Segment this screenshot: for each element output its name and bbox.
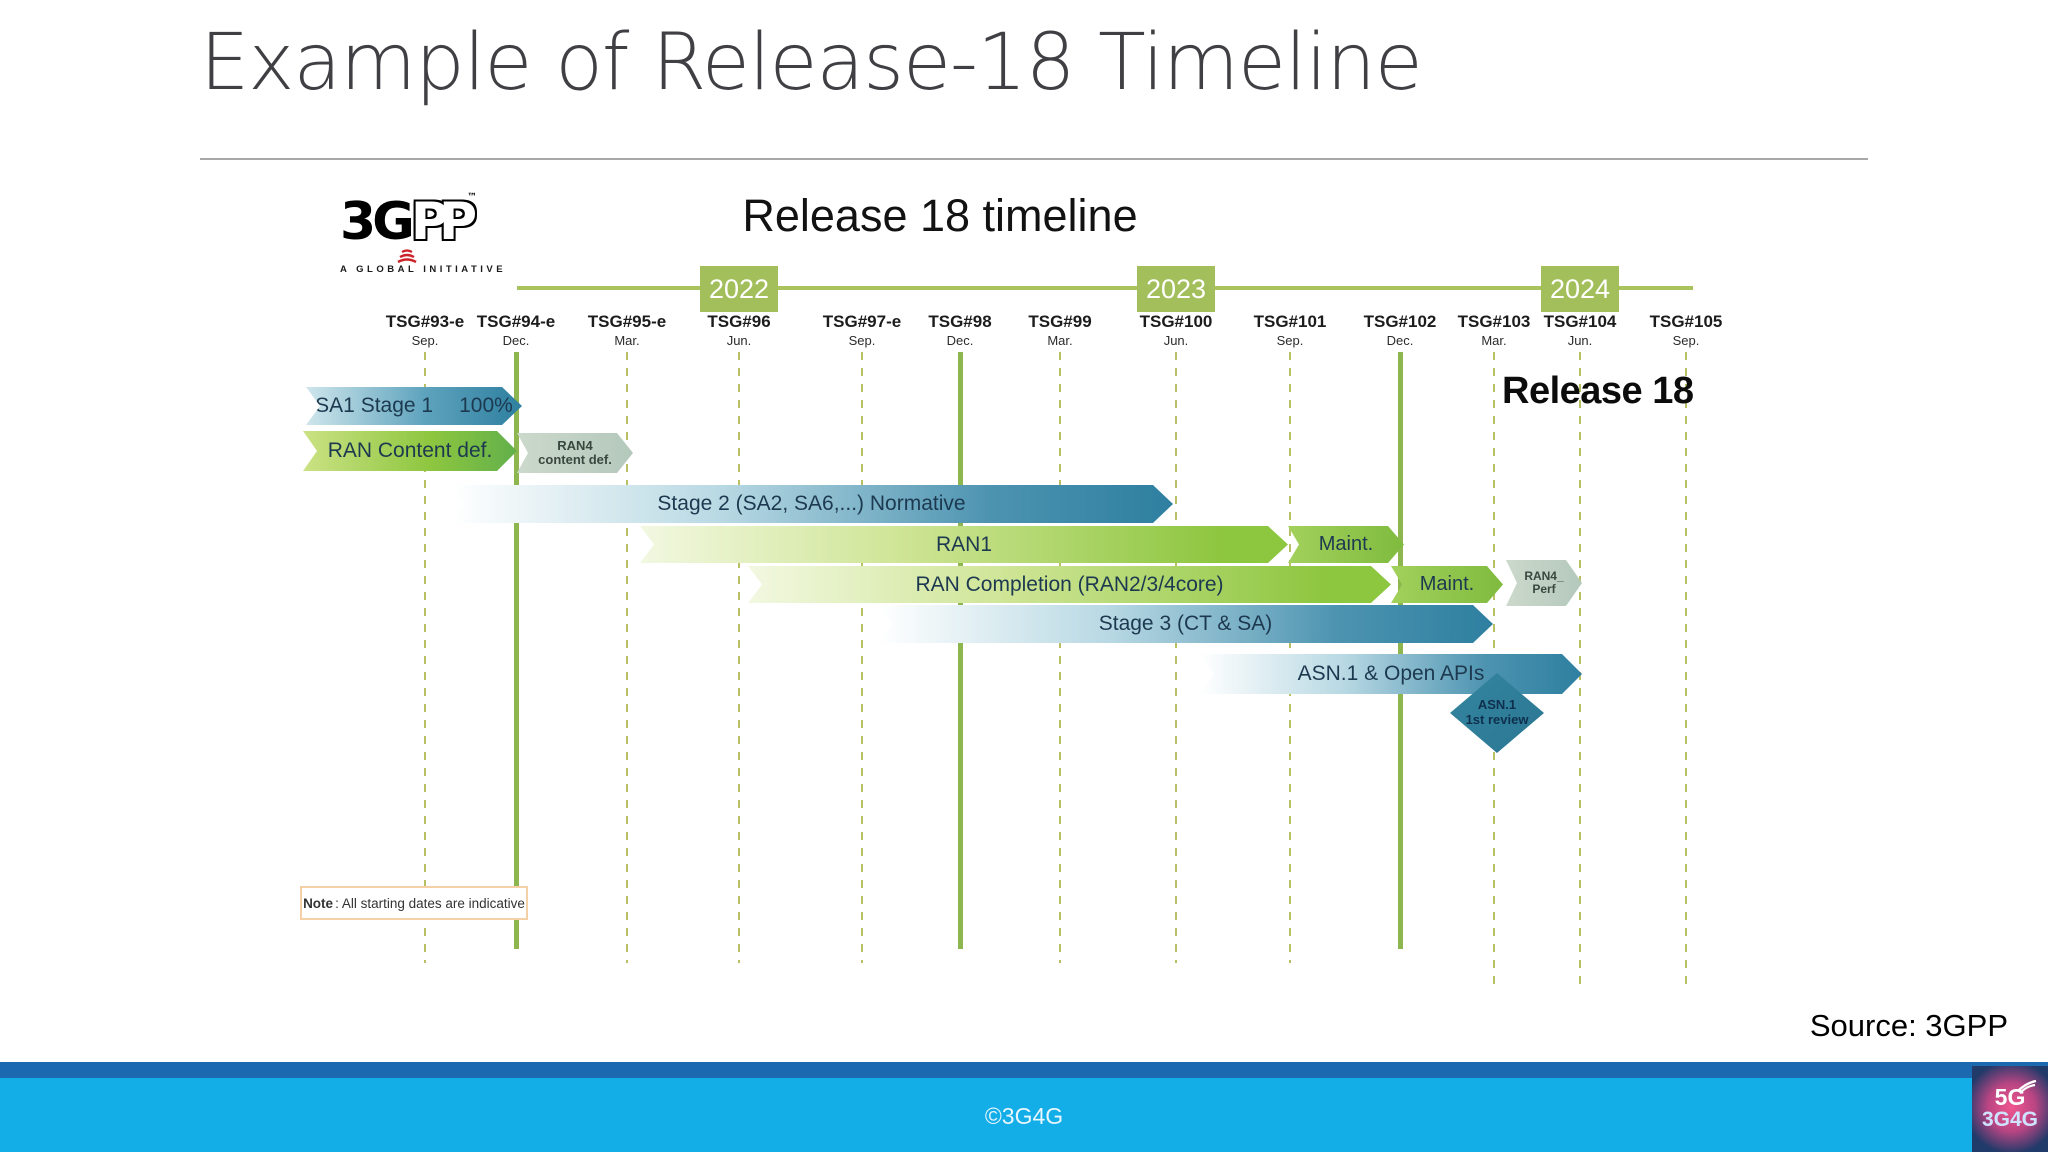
meeting-month: Dec. bbox=[502, 333, 530, 348]
gridline-tsg-96 bbox=[738, 352, 740, 963]
bar-stage-2-sa2-sa6-normative-label: Stage 2 (SA2, SA6,...) Normative bbox=[657, 492, 966, 515]
year-badge-2022: 2022 bbox=[700, 266, 778, 312]
meeting-month: Sep. bbox=[1276, 333, 1304, 348]
3gpp-logo: 3GPP™ A GLOBAL INITIATIVE bbox=[340, 192, 510, 284]
gridline-tsg-102 bbox=[1397, 352, 1403, 949]
meeting-month: Jun. bbox=[726, 333, 752, 348]
meeting-month: Jun. bbox=[1567, 333, 1593, 348]
3gpp-logo-caption: A GLOBAL INITIATIVE bbox=[340, 264, 507, 275]
bar-ran1-label: RAN1 bbox=[935, 532, 993, 556]
meeting-label: TSG#102 bbox=[1363, 312, 1437, 331]
gridline-tsg-98 bbox=[957, 352, 963, 949]
logo-3g4g-text: 3G4G bbox=[1981, 1108, 2039, 1132]
bar-asn-1-open-apis: ASN.1 & Open APIs bbox=[1200, 654, 1582, 694]
bar-maint: Maint. bbox=[1391, 566, 1503, 603]
bar-asn-1-open-apis-label: ASN.1 & Open APIs bbox=[1297, 662, 1485, 685]
title-divider bbox=[200, 158, 1868, 160]
bar-sa1-stage-1-label: SA1 Stage 1 bbox=[315, 394, 434, 417]
gridline-tsg-104 bbox=[1579, 352, 1581, 988]
meeting-label: TSG#103 bbox=[1457, 312, 1531, 331]
bar-sa1-stage-1-progress: 100% bbox=[459, 394, 513, 417]
note-text: : All starting dates are indicative bbox=[335, 895, 525, 911]
wifi-arcs-icon bbox=[2017, 1079, 2037, 1093]
bar-ran4-perf-label: RAN4_Perf bbox=[1524, 568, 1564, 596]
bar-ran-completion-ran2-3-4core: RAN Completion (RAN2/3/4core) bbox=[748, 566, 1391, 603]
meeting-label: TSG#96 bbox=[707, 312, 771, 331]
gridline-tsg-93-e bbox=[424, 352, 426, 963]
3g4g-logo: 5G 3G4G bbox=[1972, 1066, 2048, 1152]
bar-ran1: RAN1 bbox=[640, 526, 1288, 563]
3gpp-logo-tm: ™ bbox=[467, 192, 474, 203]
meeting-month: Mar. bbox=[614, 333, 640, 348]
signal-arcs-icon bbox=[397, 249, 417, 264]
bar-maint-label: Maint. bbox=[1318, 533, 1374, 555]
meeting-label: TSG#94-e bbox=[476, 312, 556, 331]
bar-ran-content-def: RAN Content def. bbox=[303, 431, 517, 471]
note-bold: Note bbox=[303, 895, 334, 911]
meeting-label: TSG#95-e bbox=[587, 312, 667, 331]
gridline-tsg-100 bbox=[1175, 352, 1177, 963]
meeting-month: Sep. bbox=[1672, 333, 1700, 348]
bar-ran-completion-ran2-3-4core-label: RAN Completion (RAN2/3/4core) bbox=[915, 572, 1224, 596]
meeting-month: Dec. bbox=[946, 333, 974, 348]
chart-title: Release 18 timeline bbox=[742, 190, 1138, 241]
bar-ran-content-def-label: RAN Content def. bbox=[327, 439, 493, 462]
gridline-tsg-97-e bbox=[861, 352, 863, 963]
gridline-tsg-95-e bbox=[626, 352, 628, 963]
gridline-tsg-99 bbox=[1059, 352, 1061, 963]
gridline-tsg-105 bbox=[1685, 352, 1687, 988]
bar-stage-3-ct-sa: Stage 3 (CT & SA) bbox=[878, 605, 1493, 643]
meeting-month: Dec. bbox=[1386, 333, 1414, 348]
gridline-tsg-94-e bbox=[513, 352, 519, 949]
meeting-label: TSG#104 bbox=[1543, 312, 1617, 331]
year-badge-2023: 2023 bbox=[1137, 266, 1215, 312]
meeting-month: Mar. bbox=[1047, 333, 1073, 348]
meeting-label: TSG#97-e bbox=[822, 312, 902, 331]
meeting-label: TSG#93-e bbox=[385, 312, 465, 331]
page-title: Example of Release-18 Timeline bbox=[200, 18, 1423, 108]
copyright-label: ©3G4G bbox=[984, 1103, 1064, 1129]
logo-5g-text: 5G bbox=[1994, 1084, 2026, 1111]
footer-bar bbox=[0, 1078, 2048, 1152]
timeline-axis bbox=[517, 286, 1693, 290]
release-18-label: Release 18 bbox=[1502, 370, 1694, 412]
bar-maint: Maint. bbox=[1288, 526, 1404, 563]
meeting-label: TSG#100 bbox=[1139, 312, 1213, 331]
bar-ran4-perf: RAN4_Perf bbox=[1506, 560, 1582, 606]
footer-top-strip bbox=[0, 1062, 2048, 1078]
year-badge-2024: 2024 bbox=[1541, 266, 1619, 312]
meeting-label: TSG#99 bbox=[1028, 312, 1092, 331]
meeting-month: Jun. bbox=[1163, 333, 1189, 348]
meeting-label: TSG#101 bbox=[1253, 312, 1327, 331]
bar-stage-3-ct-sa-label: Stage 3 (CT & SA) bbox=[1098, 612, 1273, 635]
meeting-month: Mar. bbox=[1481, 333, 1507, 348]
source-label: Source: 3GPP bbox=[1809, 1008, 2008, 1043]
note-box: Note: All starting dates are indicative bbox=[300, 886, 528, 920]
bar-sa1-stage-1: SA1 Stage 1 100% bbox=[306, 387, 522, 425]
bar-stage-2-sa2-sa6-normative: Stage 2 (SA2, SA6,...) Normative bbox=[450, 485, 1173, 523]
meeting-label: TSG#105 bbox=[1649, 312, 1723, 331]
bar-maint-label: Maint. bbox=[1419, 573, 1475, 595]
meeting-label: TSG#98 bbox=[928, 312, 992, 331]
meeting-month: Sep. bbox=[411, 333, 439, 348]
meeting-month: Sep. bbox=[848, 333, 876, 348]
